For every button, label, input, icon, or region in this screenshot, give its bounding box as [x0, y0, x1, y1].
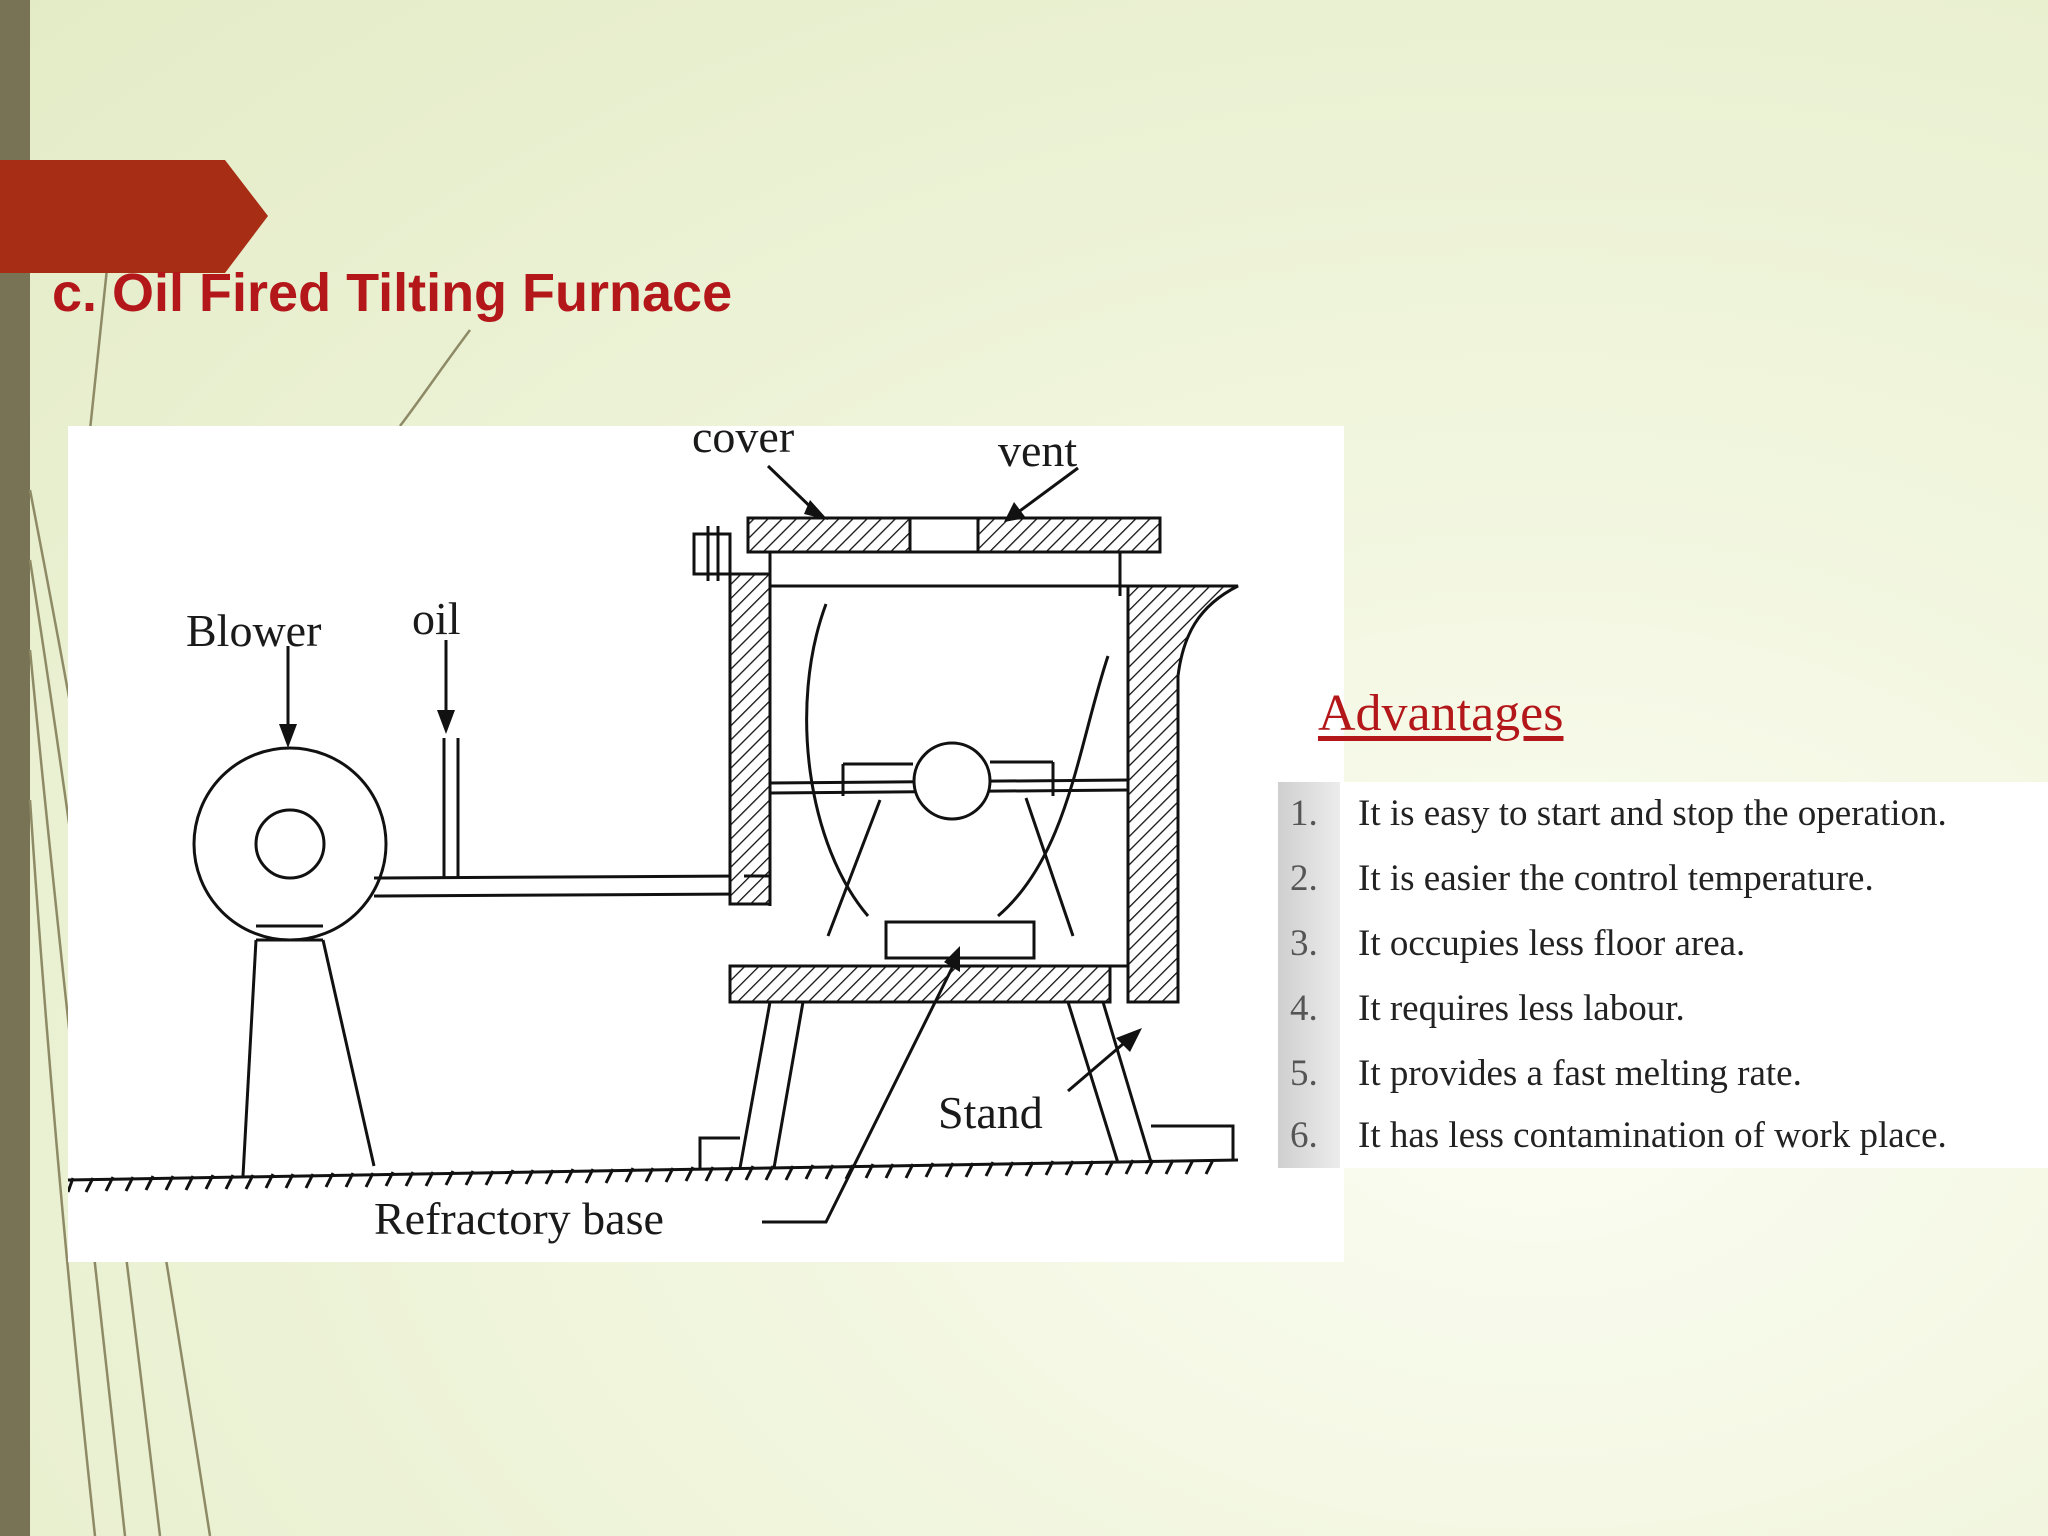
item-text: It requires less labour. [1358, 988, 1685, 1029]
vent-label: vent [998, 426, 1077, 476]
stand-label: Stand [938, 1087, 1043, 1138]
floor-line [68, 1158, 1239, 1193]
item-text: It is easy to start and stop the operati… [1358, 793, 1947, 834]
slide-title: c. Oil Fired Tilting Furnace [52, 263, 733, 323]
furnace-shell [692, 516, 1239, 1004]
item-text: It occupies less floor area. [1358, 923, 1746, 964]
advantages-panel: 1. It is easy to start and stop the oper… [1278, 782, 2048, 1168]
item-number: 6. [1290, 1115, 1318, 1156]
blower-label: Blower [186, 605, 321, 656]
furnace-diagram: cover vent Blower oil Stand Refractory b… [68, 426, 1344, 1262]
title-arrow-banner [0, 160, 268, 273]
item-text: It is easier the control temperature. [1358, 858, 1874, 899]
stand [698, 797, 1235, 1170]
air-oil-pipe [373, 738, 744, 898]
tilting-crucible [769, 603, 1129, 960]
advantages-heading: Advantages [1318, 685, 1564, 742]
item-number: 2. [1290, 858, 1318, 899]
item-number: 4. [1290, 988, 1318, 1029]
item-number: 1. [1290, 793, 1318, 834]
refractory-base-label: Refractory base [374, 1193, 664, 1244]
item-number: 5. [1290, 1053, 1318, 1094]
item-text: It provides a fast melting rate. [1358, 1053, 1802, 1094]
oil-label: oil [412, 593, 461, 644]
item-number: 3. [1290, 923, 1318, 964]
blower [192, 746, 388, 1177]
number-column-shade [1278, 782, 1340, 1168]
cover-label: cover [692, 426, 794, 462]
item-text: It has less contamination of work place. [1358, 1115, 1947, 1156]
